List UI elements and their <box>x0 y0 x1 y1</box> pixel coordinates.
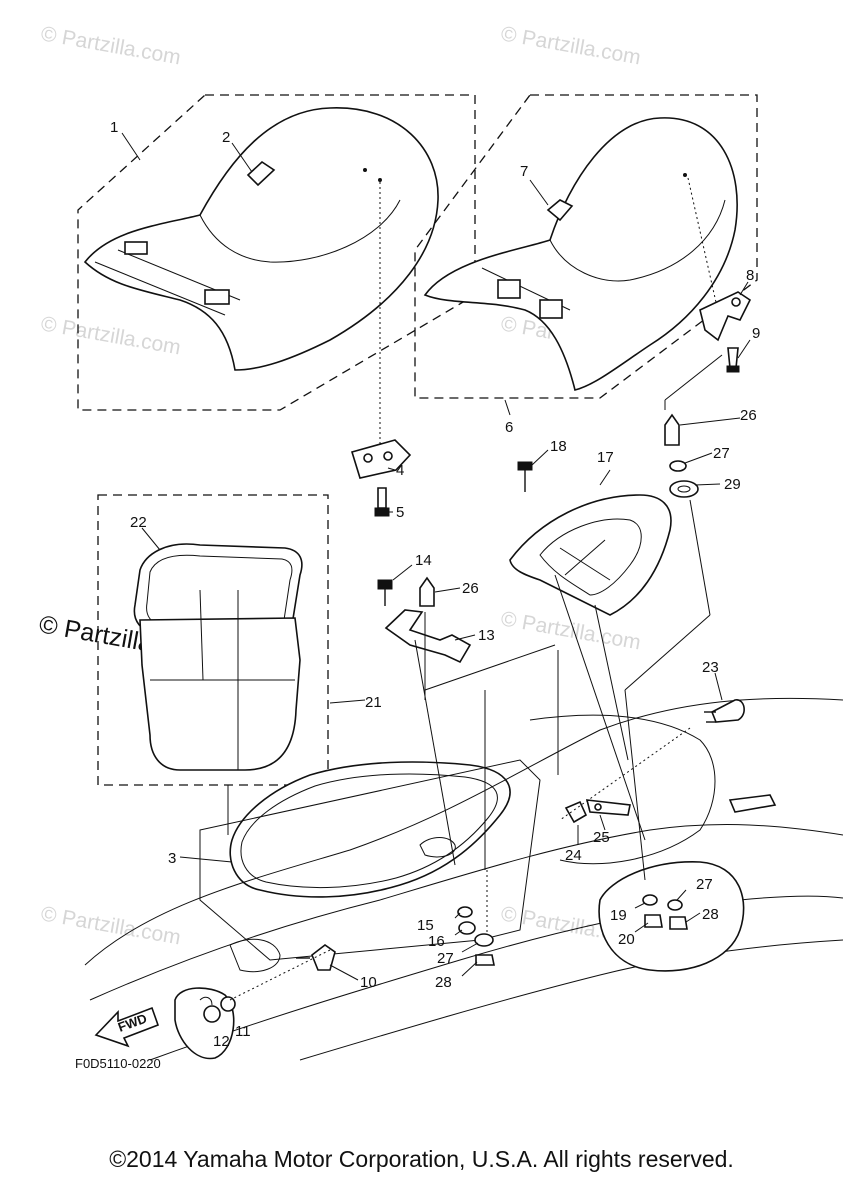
fwd-arrow: FWD <box>94 1006 160 1048</box>
watermark: © Partzilla.com <box>39 22 182 69</box>
callout-25: 25 <box>593 829 610 846</box>
fastener-group-center <box>457 870 495 966</box>
nut-part-24 <box>564 799 631 824</box>
washer-part-11 <box>203 996 236 1023</box>
callout-21: 21 <box>365 694 382 711</box>
watermark: © Partzilla.com <box>499 22 642 69</box>
callout-20: 20 <box>618 931 635 948</box>
callout-6: 6 <box>505 419 513 436</box>
callout-26b: 26 <box>462 580 479 597</box>
hook-part-8 <box>699 291 752 373</box>
callout-28a: 28 <box>435 974 452 991</box>
callout-4: 4 <box>396 462 404 479</box>
callout-15: 15 <box>417 917 434 934</box>
callout-28b: 28 <box>702 906 719 923</box>
callout-23: 23 <box>702 659 719 676</box>
callout-leaders <box>121 132 751 981</box>
callout-18: 18 <box>550 438 567 455</box>
callout-29: 29 <box>724 476 741 493</box>
bracket-part-13 <box>377 576 556 700</box>
seal-part-3 <box>229 761 511 898</box>
callout-19: 19 <box>610 907 627 924</box>
callout-27a: 27 <box>713 445 730 462</box>
callout-26a: 26 <box>740 407 757 424</box>
storage-bin-group <box>97 494 329 786</box>
callout-10: 10 <box>360 974 377 991</box>
callout-27b: 27 <box>437 950 454 967</box>
watermark: © Partzilla.com <box>39 312 182 359</box>
callout-12: 12 <box>213 1033 230 1050</box>
callout-3: 3 <box>168 850 176 867</box>
callout-16: 16 <box>428 933 445 950</box>
tray-part-17 <box>509 461 672 616</box>
callout-11: 11 <box>235 1023 251 1040</box>
callout-8: 8 <box>746 267 754 284</box>
u-bolt-part-23 <box>704 699 745 723</box>
callout-2: 2 <box>222 129 230 146</box>
callout-1: 1 <box>110 119 118 136</box>
fastener-group-right <box>664 354 723 498</box>
fastener-group-right-lower <box>642 894 688 930</box>
watermark: © Partzilla.com <box>39 902 182 949</box>
callout-24: 24 <box>565 847 582 864</box>
callout-5: 5 <box>396 504 404 521</box>
callout-17: 17 <box>597 449 614 466</box>
seat-assembly-1-group <box>77 94 476 455</box>
callout-22: 22 <box>130 514 147 531</box>
diagram-code: F0D5110-0220 <box>75 1056 161 1071</box>
clip-part-10 <box>296 944 336 971</box>
callout-13: 13 <box>478 627 495 644</box>
callout-9: 9 <box>752 325 760 342</box>
callout-27c: 27 <box>696 876 713 893</box>
callout-7: 7 <box>520 163 528 180</box>
leader-lines <box>227 499 711 1001</box>
seat-assembly-6-group <box>414 94 758 399</box>
callout-labels: 1 2 3 4 5 6 7 8 9 10 11 12 13 14 15 16 1… <box>110 119 760 1050</box>
bracket-part-4 <box>350 439 412 517</box>
copyright-footer: ©2014 Yamaha Motor Corporation, U.S.A. A… <box>109 1146 734 1172</box>
callout-14: 14 <box>415 552 432 569</box>
watermark: © Partzilla.com <box>499 607 642 654</box>
